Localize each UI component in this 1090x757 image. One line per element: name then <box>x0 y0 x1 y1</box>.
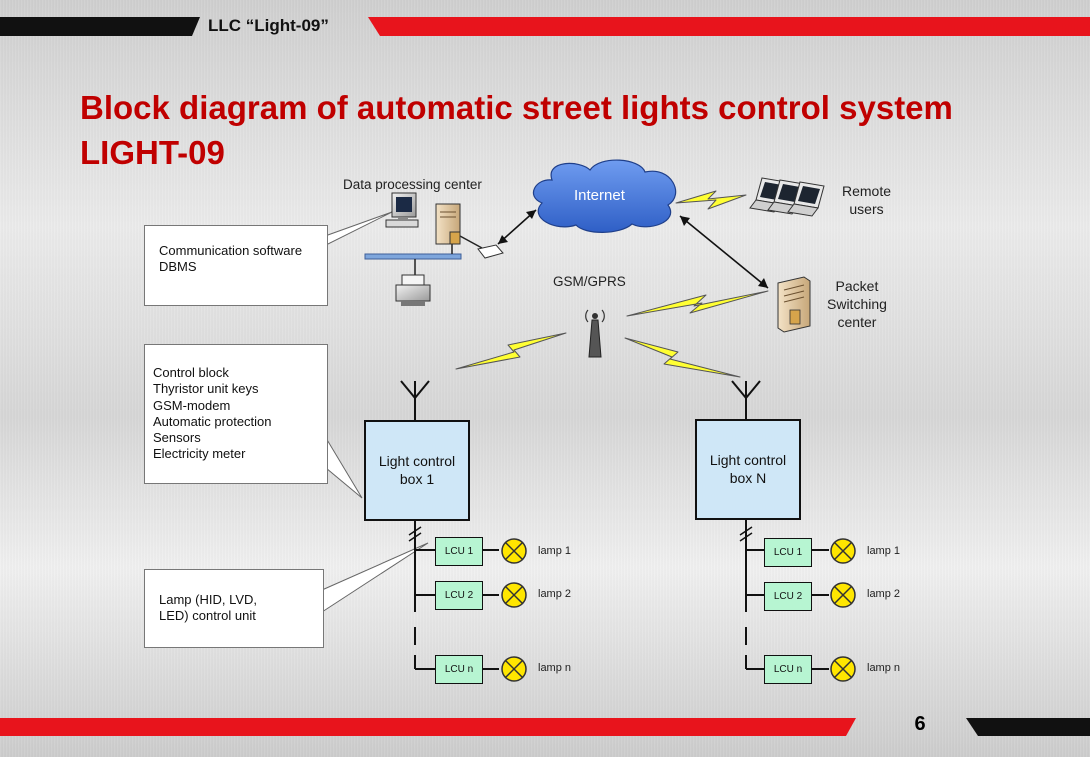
box1-antenna <box>400 380 430 420</box>
internet-cloud <box>532 159 677 233</box>
lcu-box: LCU 2 <box>764 582 812 611</box>
lightning-icon <box>624 337 741 378</box>
light-control-box-1: Light control box 1 <box>364 420 470 521</box>
packet-server-icon <box>777 276 811 333</box>
callout-software-text: Communication software DBMS <box>159 243 303 275</box>
remote-users-label: Remote users <box>842 183 892 217</box>
callout-tail-control <box>325 436 363 499</box>
arrow-dc-internet <box>497 209 537 245</box>
printer-icon <box>395 274 431 306</box>
callout-lamp-unit: Lamp (HID, LVD, LED) control unit <box>144 569 324 648</box>
lamp-label: lamp n <box>538 662 572 674</box>
light-control-box-n: Light control box N <box>695 419 801 520</box>
callout-lamp-text: Lamp (HID, LVD, LED) control unit <box>159 592 258 624</box>
lcu-box: LCU n <box>764 655 812 684</box>
gsm-label: GSM/GPRS <box>553 274 626 289</box>
page-number: 6 <box>914 713 926 735</box>
lcu-box: LCU n <box>435 655 483 684</box>
laptop-icon <box>749 177 825 217</box>
computer-icon <box>385 192 419 228</box>
lamp-icon <box>501 582 527 608</box>
router-icon <box>477 244 504 259</box>
lamp-label: lamp 1 <box>538 545 572 557</box>
lcu-box: LCU 1 <box>435 537 483 566</box>
lamp-label: lamp n <box>867 662 901 674</box>
lamp-icon <box>830 582 856 608</box>
callout-tail-lamp <box>321 542 429 613</box>
lamp-icon <box>501 656 527 682</box>
bottom-band-red <box>0 718 856 736</box>
lamp-label: lamp 2 <box>867 588 901 600</box>
lamp-icon <box>830 538 856 564</box>
page-title: Block diagram of automatic street lights… <box>80 89 953 171</box>
company-name: LLC “Light-09” <box>208 16 329 35</box>
lightning-icon <box>455 332 567 370</box>
bottom-band <box>0 718 1090 736</box>
lamp-label: lamp 1 <box>867 545 901 557</box>
antenna-icon <box>585 309 605 358</box>
box1-label: Light control box 1 <box>378 453 456 487</box>
lcu-box: LCU 1 <box>764 538 812 567</box>
lightning-icon <box>626 290 769 317</box>
top-band-red <box>368 17 1090 36</box>
lamp-icon <box>830 656 856 682</box>
top-band <box>0 17 1090 36</box>
lamp-icon <box>501 538 527 564</box>
boxN-antenna <box>731 380 761 420</box>
packet-switching-label: Packet Switching center <box>827 278 887 330</box>
bus-branch-n <box>739 518 829 670</box>
lcu-box: LCU 2 <box>435 581 483 610</box>
top-band-black <box>0 17 200 36</box>
data-center-label: Data processing center <box>343 177 482 192</box>
server-icon <box>435 203 461 245</box>
callout-software: Communication software DBMS <box>144 225 328 306</box>
bottom-band-black <box>966 718 1090 736</box>
lightning-icon <box>675 190 747 210</box>
internet-label: Internet <box>574 187 625 204</box>
lan-bar <box>364 253 462 260</box>
arrow-internet-packet <box>679 215 769 289</box>
boxN-label: Light control box N <box>709 452 787 486</box>
callout-control-text: Control block Thyristor unit keys GSM-mo… <box>153 365 272 462</box>
lamp-label: lamp 2 <box>538 588 572 600</box>
callout-control-block: Control block Thyristor unit keys GSM-mo… <box>144 344 328 484</box>
